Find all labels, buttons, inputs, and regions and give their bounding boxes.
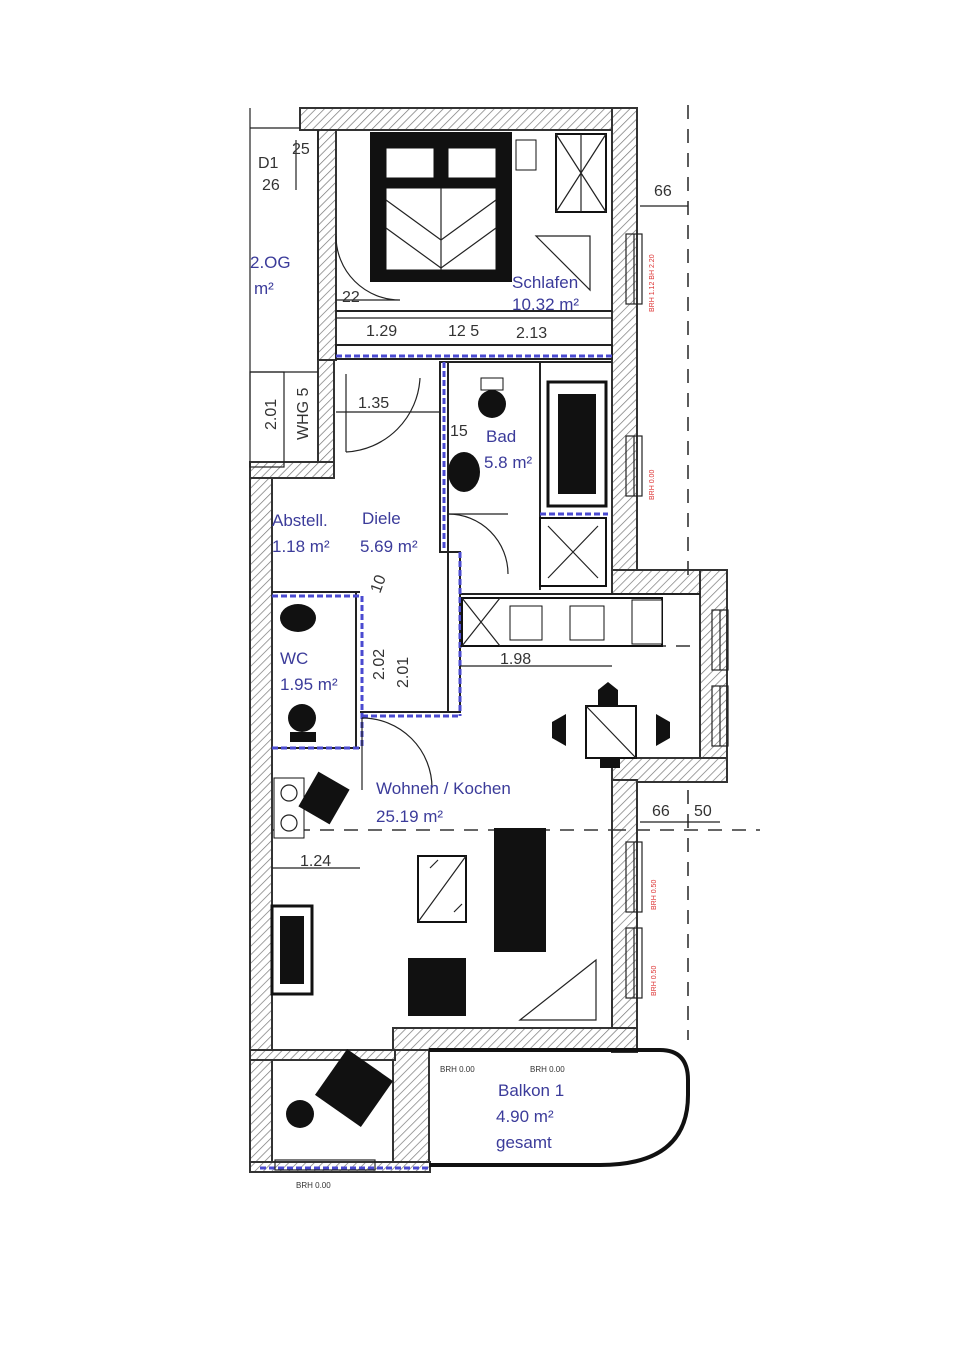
interior-walls: [272, 310, 700, 749]
dim-50: 50: [694, 803, 712, 820]
dim-2-02: 2.02: [371, 649, 388, 680]
sink-bad: [448, 452, 480, 492]
wall-left-step: [249, 461, 335, 479]
note-red-living-window-2: BRH 0.50: [651, 966, 658, 996]
room-note-balkon: gesamt: [496, 1133, 552, 1152]
note-red-living-window-1: BRH 0.50: [651, 880, 658, 910]
toilet-wc: [280, 604, 316, 632]
wall-kitchen-bottom: [611, 757, 728, 783]
washer-dryer: [273, 777, 305, 839]
dim-2-01: 2.01: [263, 399, 280, 430]
note-red-bedroom-window: BRH 1.12 BH 2.20: [649, 254, 656, 312]
tv-unit: [408, 958, 466, 1016]
room-name-schlafen: Schlafen: [512, 273, 578, 292]
kitchen-island: [494, 828, 546, 952]
dim-whg: WHG 5: [295, 387, 312, 440]
toilet-bad: [478, 390, 506, 418]
dimension-lines: [272, 140, 720, 869]
wall-kitchen-right: [699, 569, 728, 781]
dim-22: 22: [342, 289, 360, 306]
labels: 2.OG m² Schlafen 10.32 m² Bad 5.8 m² Abs…: [250, 141, 712, 1190]
dim-25: 25: [292, 141, 310, 158]
dim-2-01b: 2.01: [395, 657, 412, 688]
dim-66-top: 66: [654, 183, 672, 200]
dim-12-5: 12 5: [448, 323, 479, 340]
note-brh-balcony-right: BRH 0.00: [530, 1065, 565, 1074]
room-area-wc: 1.95 m²: [280, 675, 338, 694]
note-brh-balcony-left: BRH 0.00: [440, 1065, 475, 1074]
floor-unit-label: m²: [254, 279, 274, 298]
room-name-wc: WC: [280, 649, 308, 668]
room-name-bad: Bad: [486, 427, 516, 446]
dim-1-24: 1.24: [300, 853, 331, 870]
doors: [335, 235, 591, 790]
room-area-schlafen: 10.32 m²: [512, 295, 579, 314]
room-area-balkon: 4.90 m²: [496, 1107, 554, 1126]
walls: [249, 107, 728, 1173]
wall-living-bottom-left: [249, 1049, 396, 1061]
room-area-wohnen: 25.19 m²: [376, 807, 443, 826]
balcony-table: [286, 1100, 314, 1128]
wall-left: [249, 467, 273, 1169]
wall-right-lower: [611, 779, 638, 1053]
room-name-balkon: Balkon 1: [498, 1081, 564, 1100]
sink-wc: [288, 704, 316, 732]
dim-10: 10: [368, 573, 390, 596]
armchair-top: [298, 771, 350, 825]
balcony-outline: [429, 1048, 690, 1167]
dim-1-35: 1.35: [358, 395, 389, 412]
neighbour-lines: [249, 108, 319, 468]
windows: [274, 233, 729, 1171]
room-area-bad: 5.8 m²: [484, 453, 533, 472]
wall-left-upper: [317, 359, 335, 471]
floor-level-label: 2.OG: [250, 253, 291, 272]
balcony-lounger: [315, 1049, 393, 1127]
room-name-wohnen: Wohnen / Kochen: [376, 779, 511, 798]
room-area-abstell: 1.18 m²: [272, 537, 330, 556]
dim-2-13: 2.13: [516, 325, 547, 342]
room-area-diele: 5.69 m²: [360, 537, 418, 556]
dim-66-bottom: 66: [652, 803, 670, 820]
furniture: [270, 132, 670, 1128]
note-red-bath-window: BRH 0.00: [649, 470, 656, 500]
room-name-abstell: Abstell.: [272, 511, 328, 530]
dim-15: 15: [450, 423, 468, 440]
wall-balcony-top: [392, 1027, 638, 1051]
dim-1-98: 1.98: [500, 651, 531, 668]
wall-right-upper: [611, 107, 638, 577]
dim-26: 26: [262, 177, 280, 194]
wall-top: [299, 107, 638, 131]
dim-d1: D1: [258, 155, 279, 172]
room-name-diele: Diele: [362, 509, 401, 528]
dim-1-29: 1.29: [366, 323, 397, 340]
note-brh-bottom: BRH 0.00: [296, 1181, 331, 1190]
wall-bedroom-left: [317, 129, 337, 361]
